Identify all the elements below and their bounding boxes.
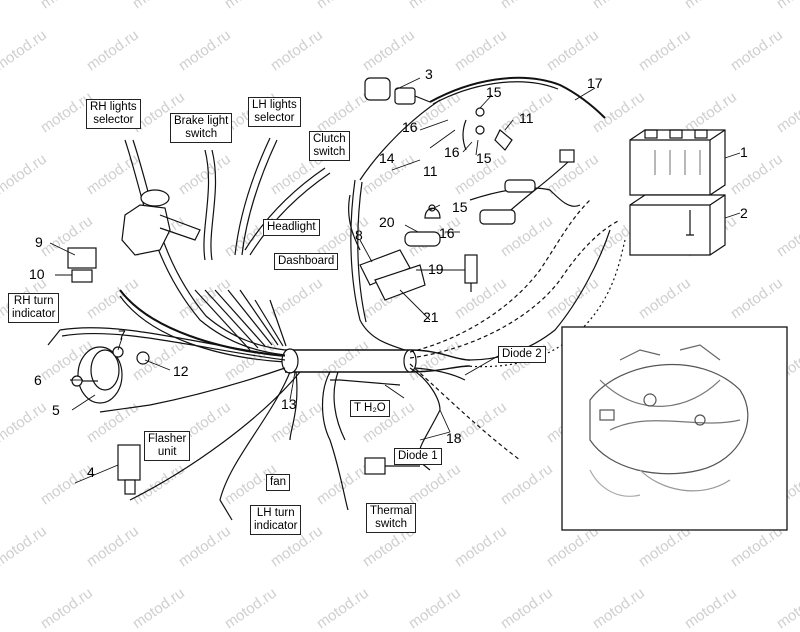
part-number-9: 9 (35, 234, 43, 250)
label-dashboard-text: Dashboard (278, 255, 335, 267)
label-lh-lights-selector-line1: LH lights (252, 99, 297, 111)
label-brake-light-switch-line1: Brake light (174, 115, 229, 127)
part-number-16c: 16 (439, 225, 455, 241)
part-number-20: 20 (379, 214, 395, 230)
label-t-h2o-text: T H₂O (354, 402, 386, 414)
fuse-box (67, 247, 97, 283)
part-number-13: 13 (281, 396, 297, 412)
part-number-8: 8 (355, 227, 363, 243)
label-diode-2-text: Diode 2 (502, 348, 542, 360)
label-clutch-switch-line1: Clutch (313, 133, 346, 145)
label-flasher-unit-line2: unit (157, 446, 177, 458)
diagram-drawing (47, 76, 788, 531)
neutral-switch (464, 254, 478, 292)
label-rh-lights-selector: RH lights selector (86, 99, 141, 129)
choke-cable (429, 76, 606, 119)
part-number-15b: 15 (476, 150, 492, 166)
label-flasher-unit: Flasher unit (144, 431, 191, 461)
part-number-21: 21 (423, 309, 439, 325)
label-diode-2: Diode 2 (498, 346, 546, 363)
part-number-16: 16 (402, 119, 418, 135)
part-number-16b: 16 (444, 144, 460, 160)
leader-lines (49, 77, 741, 484)
label-thermal-switch-line1: Thermal (370, 505, 413, 517)
part-number-5: 5 (52, 402, 60, 418)
horn-relay (364, 77, 431, 105)
part-number-6: 6 (34, 372, 42, 388)
label-flasher-unit-line1: Flasher (148, 433, 187, 445)
part-number-7: 7 (118, 327, 126, 343)
label-fan-text: fan (270, 476, 286, 488)
label-rh-turn-indicator-line2: indicator (12, 308, 56, 320)
part-number-15c: 15 (452, 199, 468, 215)
label-thermal-switch: Thermal switch (366, 503, 417, 533)
label-fan: fan (266, 474, 290, 491)
label-lh-lights-selector: LH lights selector (248, 97, 301, 127)
part-number-11: 11 (519, 110, 534, 126)
part-number-12: 12 (173, 363, 189, 379)
thermal-switch-part (364, 457, 431, 475)
label-dashboard: Dashboard (274, 253, 339, 270)
label-diode-1-text: Diode 1 (398, 450, 438, 462)
ignition-switch (121, 189, 201, 256)
label-lh-turn-indicator: LH turn indicator (250, 505, 302, 535)
label-diode-1: Diode 1 (394, 448, 442, 465)
label-lh-lights-selector-line2: selector (254, 112, 295, 124)
label-rh-lights-selector-line2: selector (93, 114, 134, 126)
part-number-17: 17 (587, 75, 603, 91)
label-clutch-switch-line2: switch (313, 146, 346, 158)
label-t-h2o: T H₂O (350, 400, 390, 417)
label-lh-turn-indicator-line2: indicator (254, 520, 298, 532)
bolts (71, 107, 513, 387)
label-rh-turn-indicator: RH turn indicator (8, 293, 60, 323)
inset-detail (561, 326, 788, 531)
part-number-15: 15 (486, 84, 502, 100)
part-number-4: 4 (87, 464, 95, 480)
label-headlight: Headlight (263, 219, 320, 236)
label-headlight-text: Headlight (267, 221, 316, 233)
label-brake-light-switch: Brake light switch (170, 113, 233, 143)
label-brake-light-switch-line2: switch (185, 128, 218, 140)
battery (629, 129, 726, 196)
part-number-19: 19 (428, 261, 444, 277)
part-number-18: 18 (446, 430, 462, 446)
label-thermal-switch-line2: switch (375, 518, 408, 530)
part-number-3: 3 (425, 66, 433, 82)
part-number-14: 14 (379, 150, 395, 166)
label-clutch-switch: Clutch switch (309, 131, 350, 161)
starter-relay (479, 149, 575, 225)
flasher-unit (117, 444, 141, 495)
label-rh-lights-selector-line1: RH lights (90, 101, 137, 113)
label-rh-turn-indicator-line1: RH turn (13, 295, 54, 307)
battery-holder (629, 194, 726, 256)
label-lh-turn-indicator-line1: LH turn (256, 507, 295, 519)
part-number-10: 10 (29, 266, 45, 282)
headlight-relay (359, 231, 441, 301)
part-number-2: 2 (740, 205, 748, 221)
part-number-11b: 11 (423, 163, 438, 179)
part-number-1: 1 (740, 144, 748, 160)
